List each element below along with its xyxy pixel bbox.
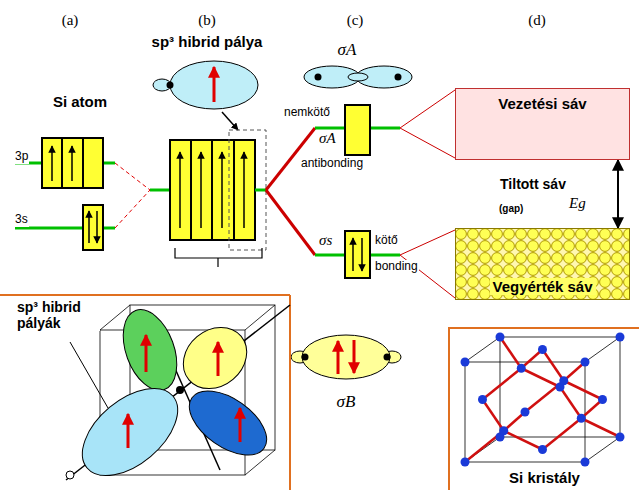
bond (465, 431, 504, 462)
orbital-name: kötő (374, 234, 399, 248)
atom (461, 458, 470, 467)
crystal-panel: Si kristály (448, 327, 639, 490)
bond (500, 337, 521, 368)
bond (560, 387, 581, 418)
atom-title: Si atom (52, 93, 108, 110)
atom (598, 395, 607, 404)
band-name: Vezetési sáv (495, 95, 589, 112)
bond (543, 350, 564, 381)
orbital-name: nemkötő (283, 106, 331, 120)
band-name: Vegyérték sáv (489, 278, 595, 295)
valence-band: Vegyérték sáv (455, 228, 630, 300)
orbital-caption: sp³ hibrid pályák (16, 299, 100, 331)
bond (581, 418, 620, 437)
orbital-title: sp³ hibrid pálya (151, 33, 264, 50)
bonding-orbital (291, 335, 401, 379)
atom (616, 433, 625, 442)
antibonding-orbital (304, 66, 412, 88)
sp3-orbital (153, 61, 258, 130)
label-letter: (c) (346, 12, 365, 29)
label-letter: (d) (527, 12, 547, 29)
atom (581, 458, 590, 467)
bond (525, 381, 564, 412)
level-name: 3p (14, 150, 29, 164)
gap-arrow (617, 160, 619, 228)
gap-label: Tiltott sáv (499, 176, 567, 192)
atom-levels (15, 138, 150, 250)
orbital-symbol: σs (318, 232, 333, 249)
gap-symbol: Eg (568, 195, 587, 212)
orbital-symbol: σB (336, 392, 357, 412)
level-name: 3s (14, 213, 29, 227)
label-letter: (b) (197, 12, 217, 29)
atom (478, 395, 487, 404)
conduction-band: Vezetési sáv (455, 88, 630, 160)
band-name: Si kristály (506, 469, 583, 486)
gap-label: (gap) (498, 203, 524, 215)
orbital-symbol: σA (318, 130, 337, 147)
atom (538, 445, 547, 454)
bond (483, 368, 522, 399)
hybrid-levels (150, 128, 315, 267)
atom (581, 358, 590, 367)
atom (517, 364, 526, 373)
orbital-name: antibonding (300, 157, 364, 171)
bond (504, 431, 543, 450)
atom (496, 333, 505, 342)
atom (461, 358, 470, 367)
atom (559, 376, 568, 385)
label-letter: (a) (61, 12, 80, 29)
si-crystal-lattice (461, 333, 625, 467)
orbital-name: bonding (374, 260, 419, 274)
atom (616, 333, 625, 342)
atom (577, 414, 586, 423)
atom (521, 408, 530, 417)
bond (483, 400, 504, 431)
bond (564, 381, 603, 400)
bond (521, 368, 560, 387)
bond (543, 418, 582, 449)
atom (538, 345, 547, 354)
orbital-symbol: σA (337, 40, 358, 60)
atom (499, 426, 508, 435)
